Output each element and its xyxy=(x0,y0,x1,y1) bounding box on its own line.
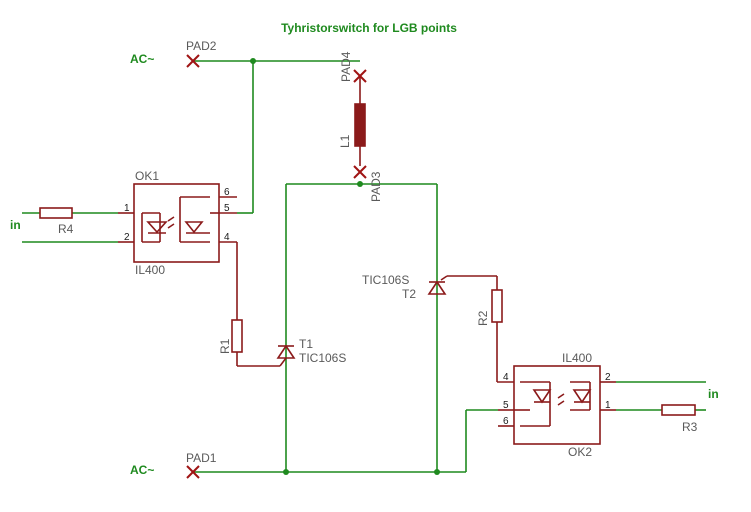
l1-body xyxy=(354,103,366,147)
pad2-label: PAD2 xyxy=(186,39,217,53)
ok2-value-label: IL400 xyxy=(562,351,592,365)
ok1-pin-label: 6 xyxy=(224,187,230,198)
t2-name-label: T2 xyxy=(402,287,416,301)
r2-body xyxy=(491,289,503,323)
ok1-pin-label: 4 xyxy=(224,232,230,243)
in-label-left: in xyxy=(10,218,21,232)
ok2-triac-icon xyxy=(532,389,552,404)
pad4-label: PAD4 xyxy=(339,51,353,82)
ac-label-bottom: AC~ xyxy=(130,463,154,477)
l1-label: L1 xyxy=(338,134,352,148)
wires xyxy=(22,60,706,473)
pad1-cross-icon xyxy=(186,465,200,479)
t1-value-label: TIC106S xyxy=(299,351,346,365)
ok1-value-label: IL400 xyxy=(135,263,165,277)
ac-label-top: AC~ xyxy=(130,52,154,66)
ok2-pin-label: 2 xyxy=(605,372,611,383)
ok1-pin-label: 5 xyxy=(224,203,230,214)
ok2-pin-label: 6 xyxy=(503,416,509,427)
r4-label: R4 xyxy=(58,222,74,236)
r1-body xyxy=(231,319,243,353)
diagram-title: Tyhristorswitch for LGB points xyxy=(281,21,457,35)
r2-label: R2 xyxy=(476,310,490,326)
ok1-triac-icon xyxy=(184,221,204,234)
ok1-pin-label: 2 xyxy=(124,232,130,243)
t2-icon xyxy=(427,280,447,295)
r4-body xyxy=(39,207,73,219)
junctions xyxy=(250,58,440,475)
pad2-cross-icon xyxy=(186,54,200,68)
junction-dot xyxy=(283,469,289,475)
in-label-right: in xyxy=(708,387,719,401)
ok2-body xyxy=(513,365,601,445)
ok2-pin-label: 1 xyxy=(605,400,611,411)
pad3-cross-icon xyxy=(353,165,367,179)
r1-label: R1 xyxy=(218,338,232,354)
parts xyxy=(39,76,696,445)
r3-body xyxy=(661,404,696,416)
pad4-cross-icon xyxy=(353,69,367,83)
ok1-pin-label: 1 xyxy=(124,203,130,214)
ok2-pin-label: 5 xyxy=(503,400,509,411)
junction-dot xyxy=(250,58,256,64)
junction-dot xyxy=(434,469,440,475)
ok2-name-label: OK2 xyxy=(568,445,592,459)
pad1-label: PAD1 xyxy=(186,451,217,465)
pads xyxy=(186,54,367,479)
r3-label: R3 xyxy=(682,420,698,434)
ok2-led-icon xyxy=(572,389,592,404)
ok1-body xyxy=(133,183,220,263)
t1-name-label: T1 xyxy=(299,337,313,351)
ok1-name-label: OK1 xyxy=(135,169,159,183)
t2-value-label: TIC106S xyxy=(362,273,409,287)
ok1-led-icon xyxy=(146,221,168,234)
ok2-pin-label: 4 xyxy=(503,372,509,383)
pad3-label: PAD3 xyxy=(369,171,383,202)
junction-dot xyxy=(357,181,363,187)
